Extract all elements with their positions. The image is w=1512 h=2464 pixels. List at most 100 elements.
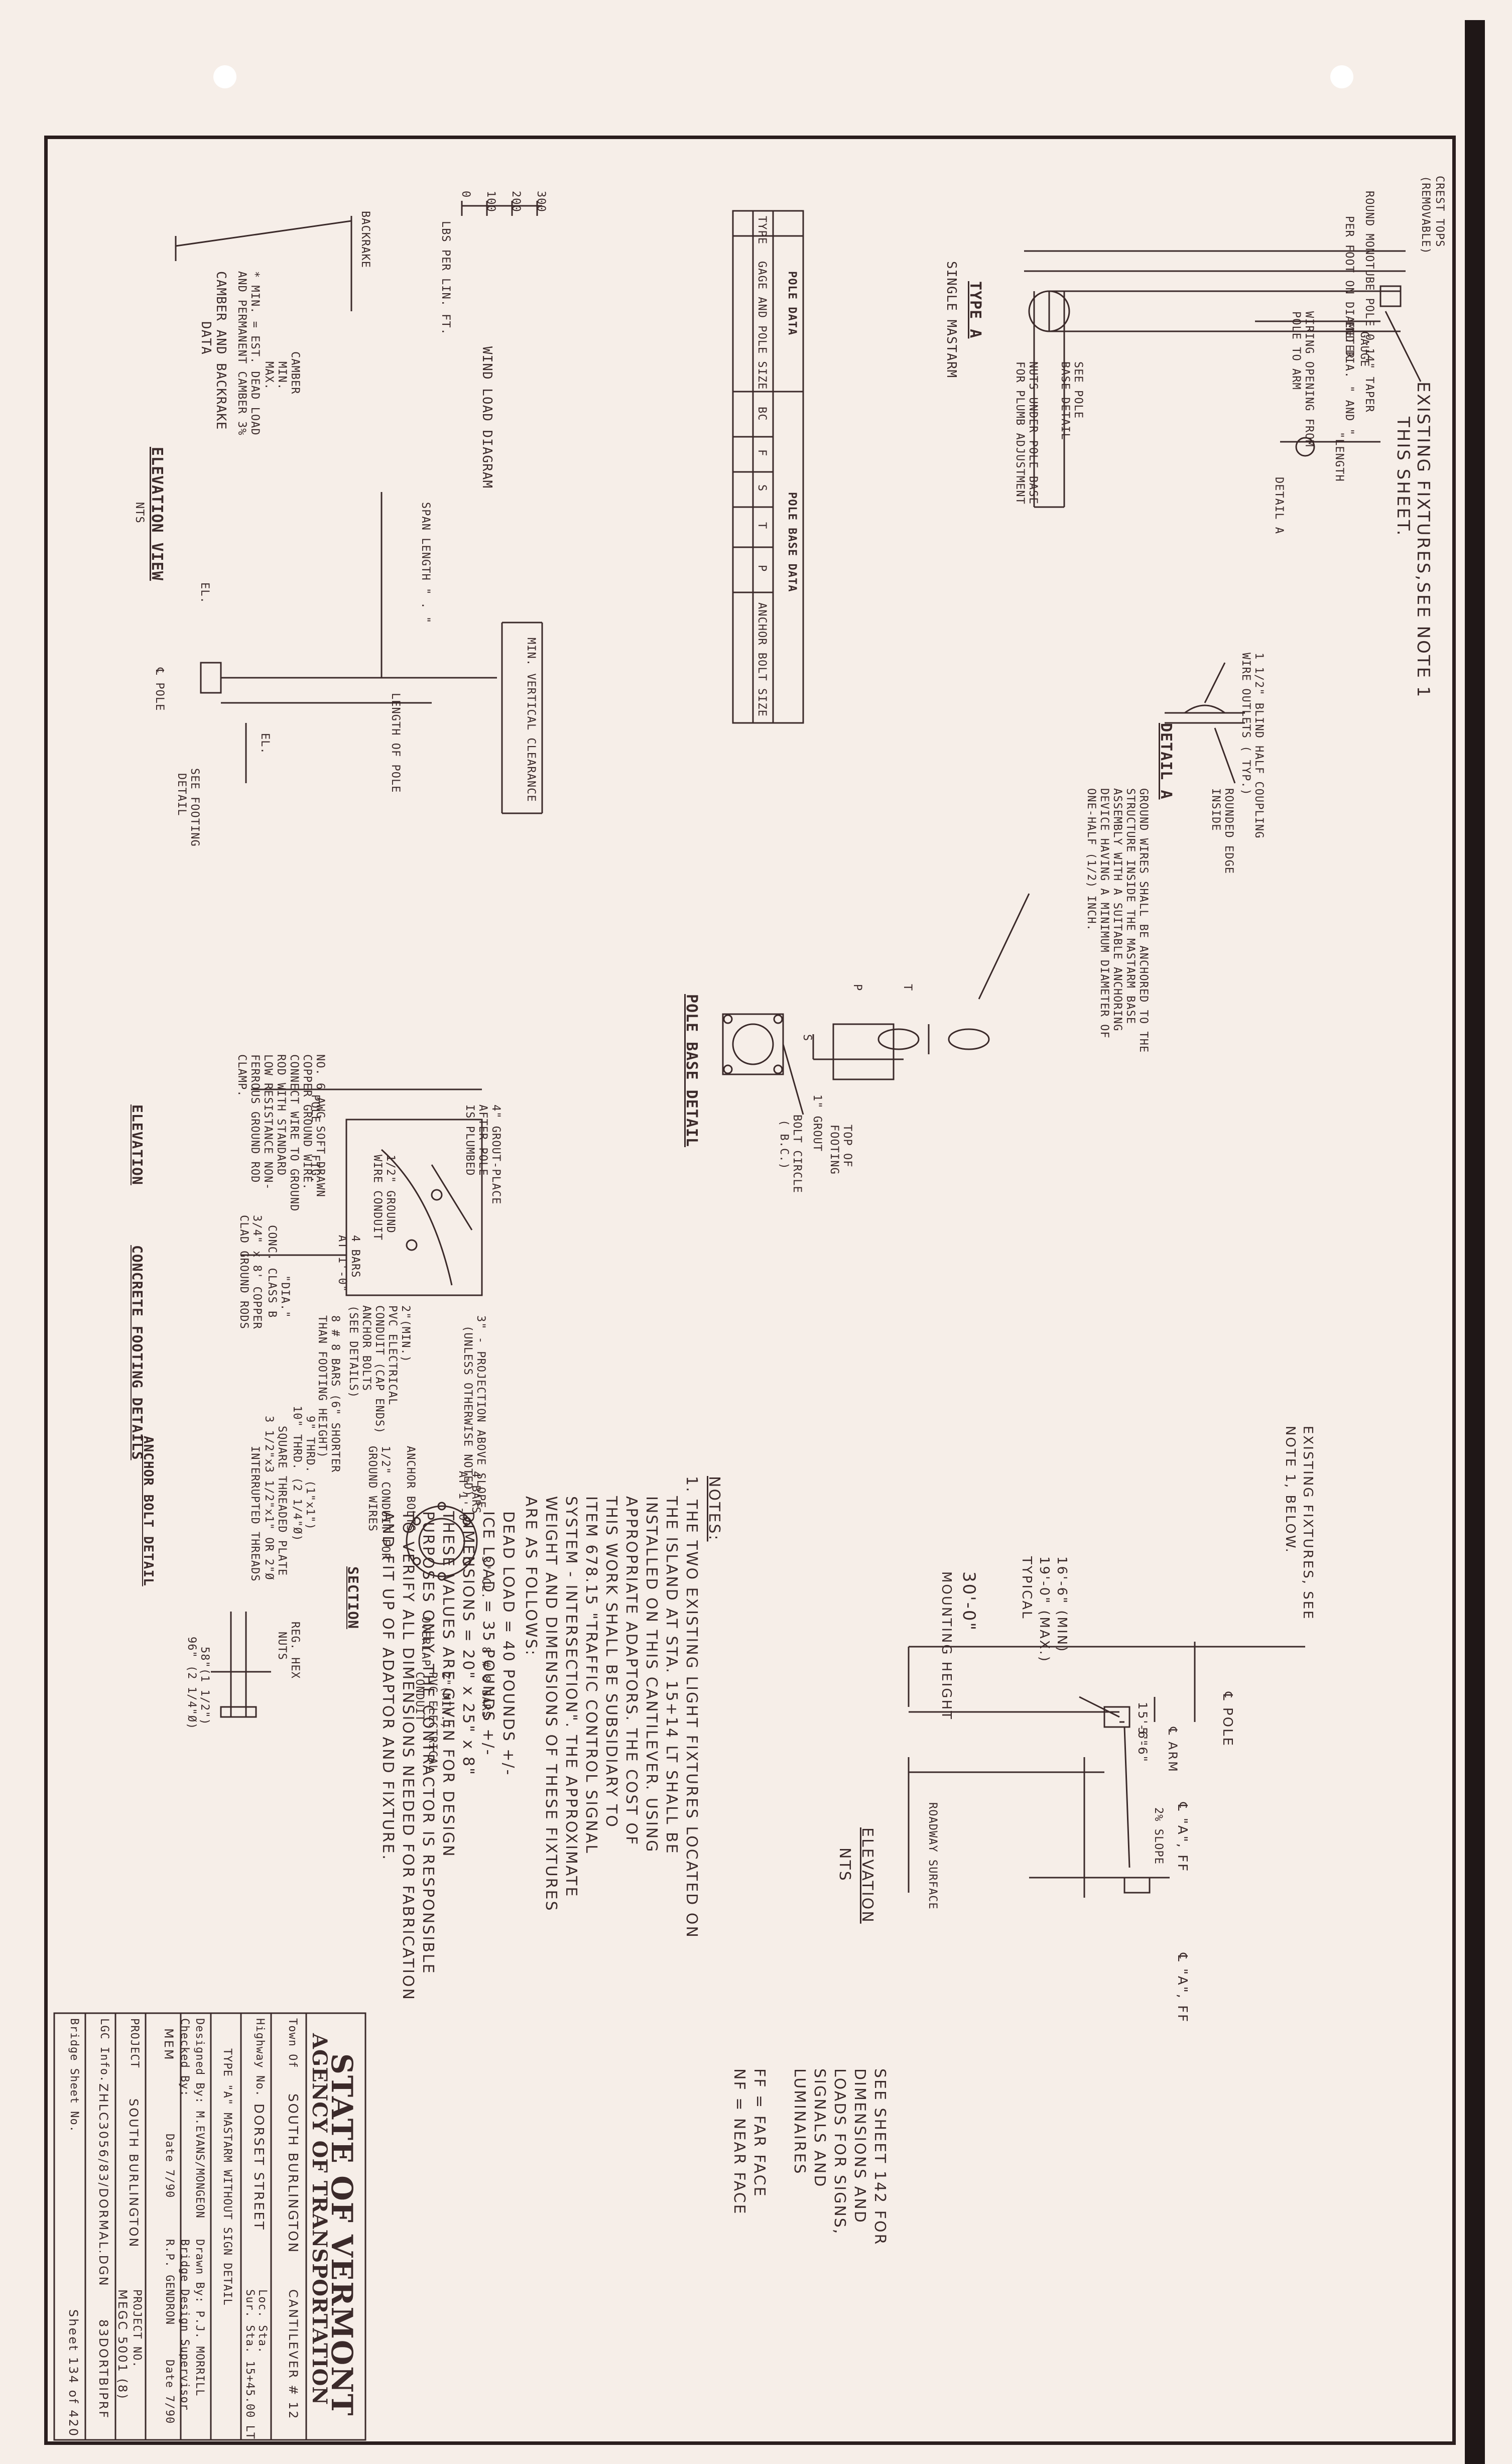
sheet-number: Sheet 134 of 420 xyxy=(66,2309,80,2438)
camber-note: * MIN. = EST. DEAD LOAD xyxy=(248,271,261,436)
rounded-edge-label: ROUNDED EDGE xyxy=(1222,788,1235,874)
interrupted-threads-label: INTERRUPTED THREADS xyxy=(248,1446,261,1582)
bars-8-label: 8 # 8 BARS (6" SHORTER xyxy=(329,1315,341,1473)
elevation-nts-label: NTS xyxy=(836,1847,853,1882)
lgc-label: LGC Info. xyxy=(98,2018,110,2083)
pole-base-detail-title: POLE BASE DETAIL xyxy=(683,994,700,1147)
camber-title: DATA xyxy=(198,321,213,355)
pole-taper-label: ROUND MONOTUBE POLE 0.14" TAPER xyxy=(1363,191,1375,413)
checked-by: Checked By: xyxy=(178,2018,191,2097)
ground-note-line: GROUND WIRES SHALL BE ANCHORED TO THE xyxy=(1137,788,1150,1053)
notes-line: WEIGHT AND DIMENSIONS OF THESE FIXTURES xyxy=(542,1496,560,1912)
anchor-bolts-label: ANCHOR BOLTS xyxy=(360,1305,372,1391)
notes-line: INSTALLED ON THIS CANTILEVER. USING xyxy=(643,1496,660,1854)
clad-label: CLAD GROUND RODS xyxy=(237,1215,250,1329)
gauge-label: GAUGE xyxy=(1358,331,1370,367)
is-plumbed-label: IS PLUMBED xyxy=(463,1104,476,1176)
ground-note-line: ASSEMBLY WITH A SUITABLE ANCHORING xyxy=(1111,788,1123,1032)
electrical-label: 2"(MIN.) xyxy=(399,1305,412,1363)
top-of-label: TOP OF xyxy=(841,1125,853,1168)
grout-label: 1" GROUT xyxy=(811,1094,823,1152)
concrete-footing-title: CONCRETE FOOTING DETAILS xyxy=(129,1245,146,1460)
legend-line: FF = FAR FACE xyxy=(750,2068,768,2198)
date-2: Date 7/90 xyxy=(163,2360,176,2424)
square-plate-label: SQUARE THREADED PLATE xyxy=(276,1426,288,1576)
section-title: SECTION xyxy=(345,1566,361,1630)
table-col-header: T xyxy=(755,522,768,530)
pole-cl-label: ℄ POLE xyxy=(153,668,166,711)
thread-label: 9" THRD. (1"x1") xyxy=(304,1416,316,1530)
table-col-header: GAGE AND POLE SIZE xyxy=(755,261,768,390)
existing-fixtures-label: EXISTING FIXTURES,SEE NOTE 1 xyxy=(1413,382,1433,699)
wind-tick: 0 xyxy=(459,191,472,198)
elevation-nts-title: ELEVATION xyxy=(858,1827,876,1924)
see-pole-label: SEE POLE xyxy=(1072,361,1084,419)
end-dia-label: END DIA. " AND " xyxy=(1343,321,1355,436)
no6-line: FERROUS GROUND ROD xyxy=(248,1054,261,1183)
project-no-label: PROJECT NO. xyxy=(131,2289,143,2368)
drawn-by: Drawn By: P.J. MORRILL xyxy=(193,2239,206,2397)
project-no-value: MEGC 5001 (8) xyxy=(115,2289,130,2400)
notes-line: PURPOSES ONLY. THE CONTRACTOR IS RESPONS… xyxy=(419,1511,437,1975)
section-bars4: 4 BARS xyxy=(469,1471,482,1514)
removable-label: (REMOVABLE) xyxy=(1419,176,1432,255)
bolt-dim-label: 96" (2 1/4"Ø) xyxy=(185,1637,198,1730)
nts-label: NTS xyxy=(133,502,146,524)
dim-15-6: 15'-6" xyxy=(1136,1702,1150,1748)
rod-label: 3/4" x 8' COPPER xyxy=(250,1215,263,1329)
notes-line: AND FIT UP OF ADAPTOR AND FIXTURE. xyxy=(379,1511,397,1861)
plate-dims-label: 3 1/2"x3 1/2"x1" OR 2"Ø xyxy=(263,1416,275,1580)
camber-note: AND PERMANENT CAMBER 3% xyxy=(235,271,248,436)
footing-elevation-title: ELEVATION xyxy=(129,1104,146,1185)
wire-conduit-label: WIRE CONDUIT xyxy=(371,1155,384,1241)
wind-tick: 100 xyxy=(484,191,497,212)
clearance-min: 16'-6" (MIN) xyxy=(1054,1556,1069,1653)
no6-line: ROD WITH STANDARD xyxy=(275,1054,287,1176)
length-label: "LENGTH xyxy=(1333,432,1345,482)
ff-label-2: ℄ "A", FF xyxy=(1175,1953,1190,2024)
section-ground: GROUND WIRES xyxy=(366,1446,379,1532)
note-1-below: NOTE 1, BELOW. xyxy=(1283,1426,1298,1554)
town-value: SOUTH BURLINGTON xyxy=(285,2093,300,2254)
no6-line: CONNECT WIRE TO GROUND xyxy=(288,1054,300,1212)
length-of-pole-label: LENGTH OF POLE xyxy=(389,693,402,793)
file-value: 83DORTBIPRF xyxy=(96,2319,110,2419)
table-col-header: S xyxy=(755,484,768,492)
see-sheet-line: DIMENSIONS AND xyxy=(851,2068,868,2224)
thread-label: 10" THRD. (2 1/4"Ø) xyxy=(291,1406,303,1542)
see-sheet-line: LOADS FOR SIGNS, xyxy=(831,2068,848,2236)
wind-load-title: WIND LOAD DIAGRAM xyxy=(479,346,494,489)
roadway-surface-label: ROADWAY SURFACE xyxy=(926,1802,939,1910)
mounting-height-value: 30'-0" xyxy=(959,1571,979,1632)
typical-label: TYPICAL xyxy=(1019,1556,1034,1620)
detail-a-ref-label: DETAIL A xyxy=(1273,477,1285,534)
p-label: P xyxy=(851,984,863,992)
bc-label: ( B.C.) xyxy=(778,1120,790,1170)
ground-note-line: DEVICE HAVING A MINIMUM DIAMETER OF xyxy=(1098,788,1110,1039)
t-label: T xyxy=(901,984,914,992)
camber-label: CAMBER xyxy=(289,351,301,395)
single-mastarm-label: SINGLE MASTARM xyxy=(944,261,959,379)
sheet-title: TYPE "A" MASTARM WITHOUT SIGN DETAIL xyxy=(221,2048,233,2306)
project-label: PROJECT xyxy=(128,2018,141,2068)
bars-4-label: 4 BARS xyxy=(349,1235,361,1278)
notes-line: SYSTEM - INTERSECTION". THE APPROXIMATE xyxy=(562,1496,580,1898)
see-sheet-line: SEE SHEET 142 FOR xyxy=(871,2068,889,2246)
checker-initials: MEM xyxy=(162,2028,176,2061)
this-sheet-label: THIS SHEET. xyxy=(1393,417,1413,537)
backrake-label: BACKRAKE xyxy=(359,211,371,268)
highway-value: DORSET STREET xyxy=(251,2104,266,2231)
elevation-view-title: ELEVATION VIEW xyxy=(148,447,166,581)
inside-label: INSIDE xyxy=(1209,788,1222,831)
notes-line: ICE LOAD = 35 POUNDS +/- xyxy=(479,1511,497,1757)
conc-label: CONC. CLASS B xyxy=(266,1225,278,1318)
see-sheet-line: LUMINAIRES xyxy=(791,2068,808,2175)
agency-title: AGENCY OF TRANSPORTATION xyxy=(308,2033,331,2405)
town-label: Town Of xyxy=(286,2018,299,2068)
sta-value: Sur. Sta. 15+45.00 LT xyxy=(243,2289,256,2440)
table-col-header: P xyxy=(755,565,768,572)
pole-to-arm-label: POLE TO ARM xyxy=(1290,311,1302,390)
detail-label: DETAIL xyxy=(175,773,188,816)
clearance-max: 19'-0" (MAX.) xyxy=(1037,1556,1052,1663)
